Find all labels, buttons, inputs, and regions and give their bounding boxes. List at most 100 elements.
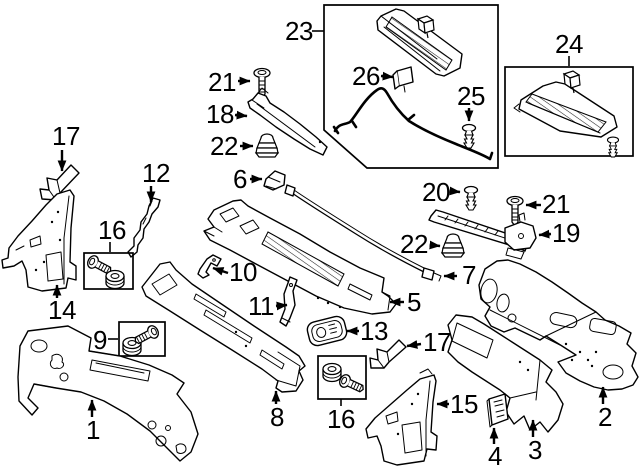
callout-number: 2	[598, 402, 612, 432]
part-14-cowl-side-panel-left	[1, 189, 77, 292]
nut	[322, 362, 342, 383]
part-22-grommet-left	[255, 133, 279, 158]
callout-21-right: 21	[525, 189, 570, 219]
part-10-bracket	[197, 254, 222, 279]
callout-8: 8	[270, 390, 285, 432]
callout-number: 7	[462, 260, 476, 290]
callout-23: 23	[285, 16, 324, 46]
callout-2: 2	[598, 386, 613, 432]
callout-19: 19	[538, 218, 580, 248]
part-12-reinforcement	[127, 197, 161, 258]
callout-3: 3	[528, 419, 543, 465]
callout-number: 24	[555, 29, 583, 59]
detail-box-23	[323, 4, 499, 169]
wiring-harness	[332, 87, 494, 161]
callout-11: 11	[248, 291, 288, 321]
part-1-dash-panel	[17, 325, 199, 462]
part-13-pad	[306, 315, 348, 347]
part-17-bracket-right	[369, 339, 407, 369]
callout-number: 18	[206, 99, 234, 129]
part-22-grommet-right	[441, 233, 465, 258]
hardware-box-16-lower	[317, 355, 367, 400]
leader-arrow	[212, 266, 229, 276]
push-pin	[606, 136, 620, 158]
callout-number: 17	[423, 327, 451, 357]
part-2-dash-panel-right	[478, 259, 639, 391]
bolt	[337, 372, 367, 396]
cowl-grille-panel-2	[513, 81, 618, 138]
callout-12: 12	[142, 158, 170, 203]
callout-number: 15	[450, 389, 478, 419]
callout-22-right: 22	[400, 229, 441, 259]
part-6-clip	[263, 170, 286, 191]
part-26-clip	[392, 66, 414, 93]
part-18-cowl-trim-panel	[247, 87, 328, 156]
callout-20: 20	[422, 177, 461, 207]
callout-number: 8	[270, 402, 284, 432]
callout-13: 13	[346, 316, 388, 346]
callout-number: 22	[210, 131, 238, 161]
callout-17-right: 17	[406, 327, 451, 357]
callout-10: 10	[212, 257, 257, 287]
part-7-weatherstrip	[284, 184, 442, 282]
callout-5: 5	[389, 287, 422, 317]
callout-24: 24	[555, 29, 583, 66]
callout-7: 7	[443, 260, 477, 290]
callout-number: 17	[52, 121, 80, 151]
callout-number: 23	[285, 16, 313, 46]
callout-14: 14	[48, 284, 76, 325]
callout-number: 10	[229, 257, 257, 287]
callout-18: 18	[206, 99, 248, 129]
callout-25: 25	[457, 81, 485, 122]
leader-arrow	[538, 229, 552, 239]
callout-1: 1	[86, 399, 101, 445]
part-17-bracket-left	[39, 164, 80, 201]
hardware-box-16-upper	[83, 252, 134, 290]
callout-number: 19	[552, 218, 580, 248]
callout-number: 11	[248, 291, 274, 321]
leader-arrow	[449, 186, 461, 196]
callout-21-left: 21	[208, 67, 251, 97]
callout-number: 1	[86, 415, 100, 445]
callout-15: 15	[436, 389, 478, 419]
callout-6: 6	[233, 164, 263, 194]
callout-number: 20	[422, 177, 450, 207]
callout-number: 5	[407, 287, 421, 317]
part-5-cowl-top-panel	[203, 199, 397, 315]
nut	[105, 269, 125, 290]
callout-17-left: 17	[52, 121, 80, 172]
hardware-box-9	[118, 321, 166, 357]
callout-number: 22	[400, 229, 428, 259]
leader-arrow	[275, 301, 288, 311]
part-15-cowl-side-panel-right	[365, 368, 438, 466]
detail-box-24	[504, 66, 634, 158]
callout-number: 21	[208, 67, 236, 97]
callout-number: 14	[48, 295, 76, 325]
callout-22-left: 22	[210, 131, 254, 161]
callout-number: 9	[93, 325, 107, 355]
callout-4: 4	[488, 427, 503, 471]
part-25-push-pin	[461, 123, 477, 149]
part-3-dash-panel-center	[447, 314, 564, 433]
leader-arrow	[406, 340, 422, 349]
part-4-plate	[486, 393, 509, 428]
callout-number: 12	[142, 158, 170, 188]
part-19-reinforcement-assembly	[428, 209, 537, 260]
part-11-bracket	[279, 276, 298, 327]
callout-9: 9	[93, 325, 118, 355]
part-21-screw-left	[253, 67, 271, 99]
callout-number: 4	[488, 441, 502, 471]
callout-number: 13	[360, 316, 388, 346]
leader-arrow	[429, 240, 441, 250]
callout-16-lower: 16	[327, 399, 355, 434]
cowl-grille-panel	[376, 8, 463, 77]
callout-number: 21	[542, 189, 570, 219]
callout-number: 26	[352, 61, 380, 91]
callout-number: 16	[327, 404, 355, 434]
part-8-cowl-top-inner-panel	[141, 261, 306, 393]
leader-arrow	[380, 71, 394, 81]
callout-number: 6	[233, 164, 247, 194]
